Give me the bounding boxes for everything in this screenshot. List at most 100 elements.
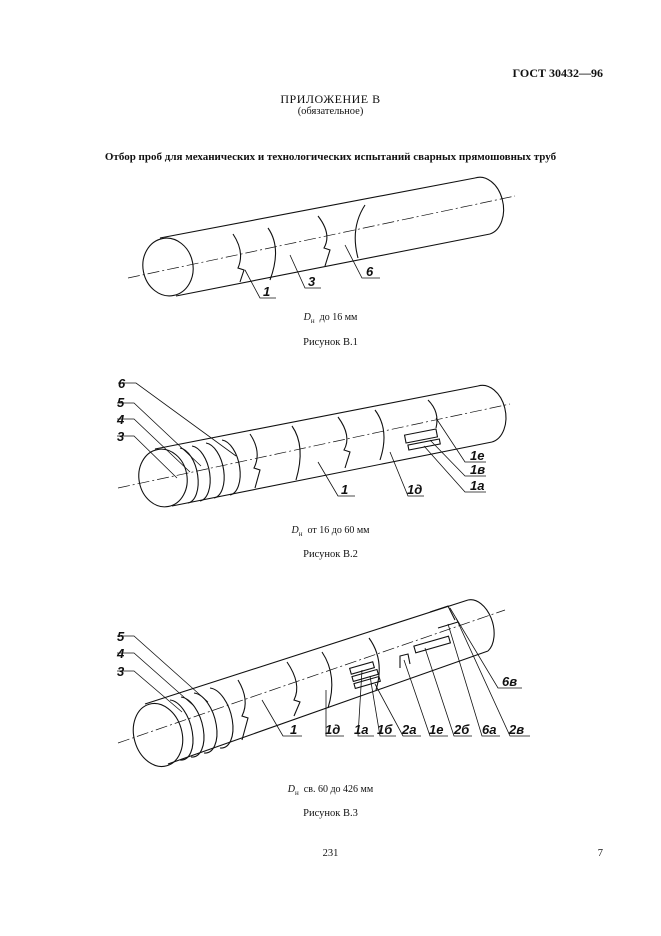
- fig3-leader-1e: [403, 659, 448, 737]
- fig3-leader-2a: [374, 683, 421, 737]
- fig3-cut-c: [321, 651, 333, 709]
- fig1-cut-b: [267, 227, 277, 281]
- fig3-leader-1b: [369, 675, 396, 737]
- fig2-ring-2: [191, 445, 211, 502]
- fig3-pipe-far-end: [467, 599, 495, 652]
- fig1-pipe-bottom-edge: [175, 233, 491, 297]
- fig2-pipe-bottom-edge: [171, 441, 493, 507]
- fig3-cut-a: [237, 679, 249, 741]
- fig3-specimen-2a: [353, 675, 382, 690]
- fig3-specimen-1e: [399, 653, 411, 668]
- fig3-ring-3: [193, 692, 218, 754]
- fig1-label-3: 3: [308, 274, 316, 289]
- fig2-diameter-range: от 16 до 60 мм: [307, 525, 370, 536]
- fig1-pipe-far-end: [474, 176, 505, 235]
- fig2-leader-1d: [389, 451, 424, 497]
- fig3-specimen-6v: [429, 605, 456, 621]
- fig3-specimen-2b: [413, 635, 452, 654]
- fig2-label-5: 5: [117, 395, 125, 410]
- document-title: Отбор проб для механических и технологич…: [104, 151, 557, 163]
- appendix-title: ПРИЛОЖЕНИЕ В: [280, 92, 381, 106]
- fig3-label-1b: 1б: [377, 722, 393, 737]
- fig3-diameter-range: св. 60 до 426 мм: [303, 784, 374, 795]
- fig2-specimen-1a: [403, 428, 439, 444]
- fig2-pipe-far-end: [477, 384, 507, 443]
- fig1-label-1: 1: [263, 284, 270, 299]
- fig3-leader-2v: [455, 617, 530, 737]
- fig2-cut-a: [249, 433, 261, 489]
- fig3-leader-5: [117, 635, 209, 703]
- fig3-label-2b: 2б: [453, 722, 470, 737]
- fig1-diameter-subscript: н: [310, 317, 315, 325]
- fig2-label-1d: 1д: [407, 482, 422, 497]
- fig3-label-3: 3: [117, 664, 125, 679]
- fig2-label-3: 3: [117, 429, 125, 444]
- fig1-diameter-range: до 16 мм: [319, 312, 358, 323]
- fig3-leader-1: [261, 699, 302, 737]
- fig2-diameter-symbol: D: [291, 525, 299, 536]
- fig2-diameter-note: Dн от 16 до 60 мм: [0, 525, 661, 538]
- fig1-diameter-symbol: D: [303, 312, 311, 323]
- fig3-label-1d: 1д: [325, 722, 340, 737]
- fig2-diameter-subscript: н: [298, 530, 303, 538]
- fig1-axis: [127, 195, 516, 279]
- fig2-leader-1a: [423, 445, 486, 493]
- fig3-caption: Рисунок В.3: [303, 808, 358, 819]
- fig2-cut-d: [374, 409, 385, 461]
- fig3-leader-3: [117, 670, 183, 713]
- fig3-leader-2b: [424, 647, 472, 737]
- fig2-leader-1v: [429, 439, 486, 477]
- fig2-pipe-top-edge: [154, 385, 479, 450]
- fig2-specimen-1v: [407, 438, 441, 451]
- fig3-label-2v: 2в: [508, 722, 524, 737]
- fig3-cut-d: [368, 637, 380, 691]
- fig3-axis: [117, 609, 506, 744]
- fig2-label-1e: 1е: [470, 448, 484, 463]
- fig3-diameter-subscript: н: [295, 789, 299, 797]
- fig3-label-2a: 2а: [401, 722, 416, 737]
- standard-number: ГОСТ 30432—96: [512, 66, 604, 80]
- fig2-leader-3: [117, 435, 178, 479]
- fig2-ring-3: [205, 442, 225, 499]
- fig2-axis: [117, 403, 511, 489]
- fig3-label-4: 4: [116, 646, 125, 661]
- fig2-label-4: 4: [116, 412, 125, 427]
- fig3-ring-4: [209, 687, 234, 749]
- fig2-leader-5: [117, 402, 202, 467]
- fig3-diameter-symbol: D: [287, 784, 296, 795]
- figure-b2-drawing: [117, 382, 511, 508]
- fig1-diameter-note: Dн до 16 мм: [0, 312, 661, 325]
- fig2-label-1v: 1в: [470, 462, 485, 477]
- fig3-specimen-1b: [351, 668, 380, 683]
- fig2-label-1a: 1а: [470, 478, 484, 493]
- fig1-cut-a: [232, 233, 245, 283]
- fig1-cut-d: [354, 204, 366, 259]
- fig1-caption: Рисунок В.1: [303, 337, 358, 348]
- fig3-leader-4: [117, 652, 195, 707]
- fig1-leader-3: [289, 254, 321, 289]
- fig3-label-1a: 1а: [354, 722, 368, 737]
- fig3-label-1: 1: [290, 722, 297, 737]
- fig3-leader-6a: [447, 623, 500, 737]
- fig2-leader-6: [118, 382, 237, 457]
- fig1-leader-1: [244, 269, 276, 299]
- fig3-leader-6v: [449, 607, 522, 689]
- fig2-caption: Рисунок В.2: [303, 549, 358, 560]
- fig3-leader-1a: [357, 669, 374, 737]
- fig2-cut-c: [337, 416, 351, 469]
- fig1-pipe-end: [142, 237, 194, 297]
- fig1-label-6: 6: [366, 264, 374, 279]
- fig3-ring-2: [180, 696, 205, 758]
- fig3-specimen-1a: [348, 661, 376, 675]
- fig3-label-5: 5: [117, 629, 125, 644]
- fig3-ring-1: [169, 699, 194, 761]
- fig3-leader-1d: [325, 690, 344, 737]
- fig1-leader-6: [344, 244, 380, 279]
- fig2-ring-1: [179, 447, 199, 504]
- fig3-pipe-end: [132, 702, 184, 768]
- fig3-cut-b: [286, 661, 301, 717]
- fig3-label-6a: 6а: [482, 722, 496, 737]
- appendix-note: (обязательное): [297, 106, 364, 117]
- fig2-cut-b: [291, 425, 301, 481]
